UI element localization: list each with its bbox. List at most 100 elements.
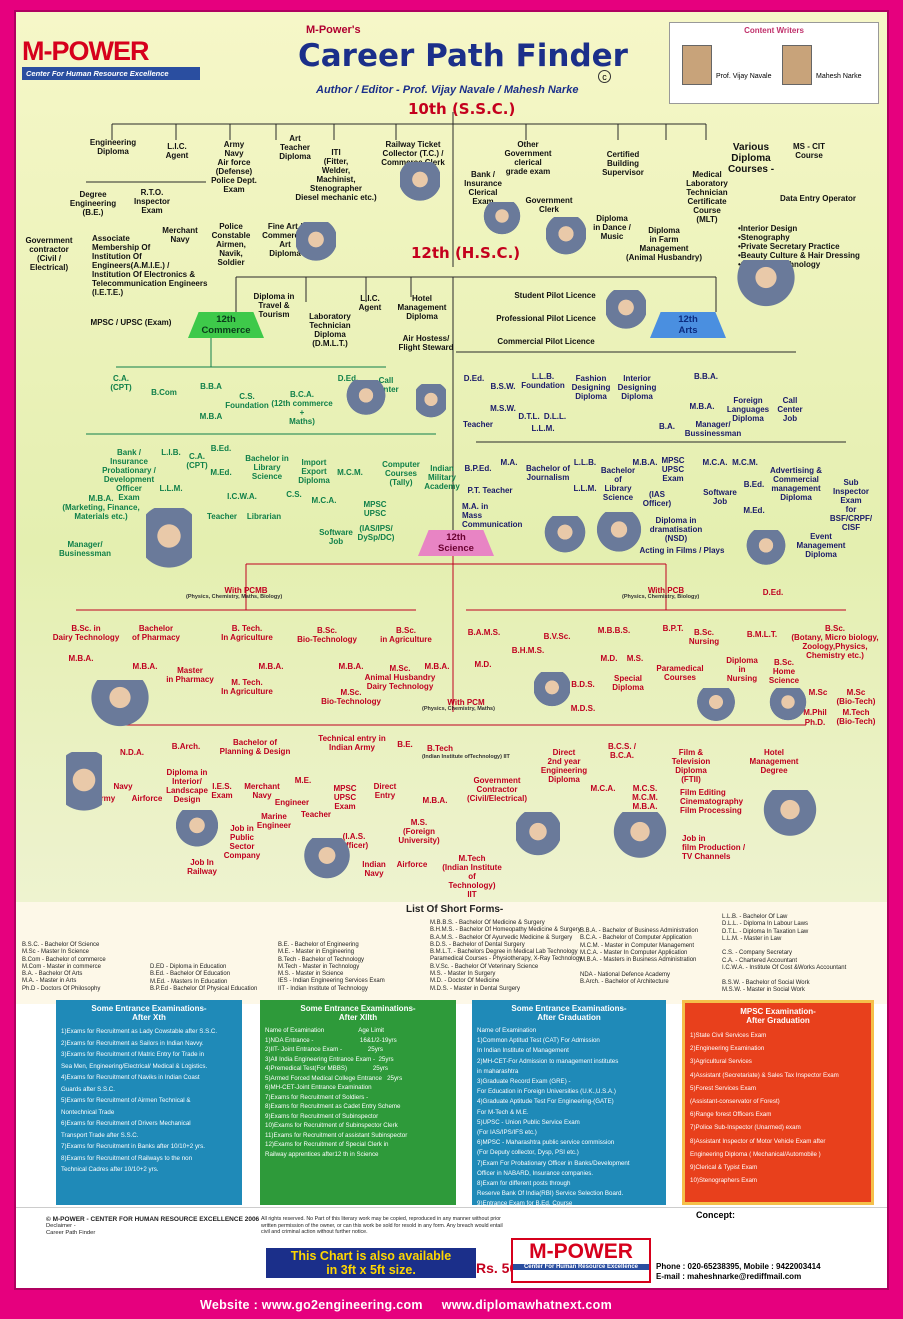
node-data-entry: Data Entry Operator	[779, 194, 857, 203]
title-prefix: M-Power's	[306, 24, 361, 36]
pcb-home-science: B.Sc. Home Science	[768, 658, 800, 685]
pcmb-bsc-agri: B.Sc. in Agriculture	[380, 626, 432, 644]
com-llb: L.I.B.	[161, 448, 181, 457]
website-footer[interactable]: Website : www.go2engineering.com www.dip…	[200, 1298, 613, 1312]
node-travel-tourism: Diploma in Travel & Tourism	[253, 292, 295, 319]
arts-interior-design: Interior Designing Diploma	[617, 374, 657, 401]
pcb-label: With PCB	[647, 586, 685, 595]
grad-item: 9)Entrance Exam for B.Ed. Course	[477, 1200, 573, 1208]
grad-item: 8)Exam for different posts through	[477, 1180, 571, 1188]
pcmb-mba-1: M.B.A.	[68, 654, 94, 663]
lawyer-illustration-icon	[146, 508, 192, 588]
bank-clerk-illustration-icon	[482, 202, 522, 242]
mechanic-illustration-icon	[400, 162, 440, 212]
short-forms-col2: D.ED - Diploma in Education B.Ed. - Bach…	[150, 964, 258, 992]
xth-item: 7)Exams for Recruitment in Banks after 1…	[61, 1143, 205, 1150]
node-building-supervisor: Certified Building Supervisor	[602, 150, 644, 177]
arts-pt-teacher: P.T. Teacher	[467, 486, 513, 495]
footer-logo-subtitle: Center For Human Resource Excellence	[513, 1264, 649, 1270]
node-professional-pilot: Professional Pilot Licence	[496, 314, 596, 323]
xiith-item: 10)Exams for Recruitment of Subinspector…	[265, 1122, 398, 1129]
mpsc-item: 5)Forest Services Exam	[690, 1084, 757, 1092]
pcb-diploma-nursing: Diploma in Nursing	[726, 656, 758, 683]
arts-advertising: Advertising & Commercial management Dipl…	[769, 466, 822, 502]
pcm-direct-2nd-year: Direct 2nd year Engineering Diploma	[540, 748, 588, 784]
scientist-illustration-icon	[768, 688, 808, 728]
node-air-hostess: Air Hostess/ Flight Steward	[398, 334, 454, 352]
com-med: M.Ed.	[210, 468, 232, 477]
pcm-engineer: Engineer	[274, 798, 310, 807]
node-iti: ITI (Fitter, Welder, Machinist, Stenogra…	[295, 148, 377, 202]
pcb-mds: M.D.S.	[570, 704, 596, 713]
box-after-graduation: Some Entrance Examinations- After Gradua…	[472, 1000, 666, 1207]
xiith-item: Railway apprentices after12 th in Scienc…	[265, 1150, 379, 1158]
xth-item: 4)Exams for Recruitment of Naviks in Ind…	[61, 1074, 200, 1081]
grad-item: 7)Exam For Probationary Officer in Banks…	[477, 1159, 630, 1167]
pcm-me: M.E.	[294, 776, 312, 785]
xth-item: 3)Exams for Recruitment of Matric Entry …	[61, 1051, 205, 1058]
com-ca-cpt: C.A. (CPT)	[186, 452, 208, 470]
xth-item: 2)Exams for Recruitment as Sailors in In…	[61, 1039, 204, 1047]
xth-item: 5)Exams for Recruitment of Airmen Techni…	[61, 1097, 191, 1104]
pcb-ded: D.Ed.	[762, 588, 784, 597]
grad-item: 3)Graduate Record Exam (GRE) -	[477, 1078, 571, 1086]
node-lic-agent-hsc: L.I.C. Agent	[358, 294, 382, 312]
pcb-msc-biotech: M.Sc (Bio-Tech)	[836, 688, 876, 706]
com-icwa: I.C.W.A.	[227, 492, 257, 501]
box-after-xth-title: Some Entrance Examinations- After Xth	[91, 1004, 207, 1022]
teacher-illustration-icon	[746, 530, 786, 574]
footer-logo: M-POWER Center For Human Resource Excell…	[511, 1238, 651, 1283]
short-forms-title: List Of Short Forms-	[406, 904, 504, 915]
pcm-airforce: Airforce	[131, 794, 163, 803]
grad-item: Officer in NABARD, Insurance companies.	[477, 1169, 594, 1177]
logo-text: M-POWER	[22, 36, 149, 66]
musician-illustration-icon	[546, 217, 586, 265]
xiith-item: 1)NDA Entrance - 16&1/2-19yrs	[265, 1036, 397, 1044]
pcm-subjects: (Physics, Chemistry, Maths)	[422, 706, 495, 712]
grad-item: 6)MPSC - Maharashtra public service comm…	[477, 1139, 615, 1147]
hair-dressing-illustration-icon	[726, 260, 806, 310]
xth-item: Sea Men, Engineering/Electrical/ Medical…	[61, 1062, 208, 1070]
com-bba: B.B.A	[200, 382, 222, 391]
node-dance-music: Diploma in Dance / Music	[593, 214, 631, 241]
doctor-illustration-icon	[534, 672, 570, 716]
call-center-illustration-icon	[346, 380, 386, 424]
air-hostess-illustration-icon	[416, 384, 446, 428]
pcm-planning-design: Bachelor of Planning & Design	[219, 738, 291, 756]
node-lic-agent: L.I.C. Agent	[165, 142, 189, 160]
arts-mba: M.B.A.	[689, 402, 715, 411]
xiith-item: 12)Exams for Recruitment of Special Cler…	[265, 1141, 389, 1148]
tag-commerce: 12th Commerce	[188, 312, 264, 338]
xiith-item: 8)Exams for Recruitment as Cadet Entry S…	[265, 1103, 401, 1110]
mpsc-item: 1)State Civil Services Exam	[690, 1032, 767, 1039]
writer1-name: Prof. Vijay Navale	[716, 73, 772, 80]
mpsc-item: 2)Engineering Examination	[690, 1045, 765, 1053]
pcb-md-1: M.D.	[474, 660, 492, 669]
xth-item: Nontechnical Trade	[61, 1108, 115, 1116]
arts-mcm: M.C.M.	[732, 458, 758, 467]
tag-science: 12th Science	[418, 530, 494, 556]
pcm-govt-contractor: Government Contractor (Civil/Electrical)	[466, 776, 528, 803]
grad-item: (For IAS/IPS/IFS etc.)	[477, 1129, 537, 1137]
mpsc-item: Engineering Diploma ( Mechanical/Automob…	[690, 1150, 821, 1158]
mpsc-item: 10)Stenographers Exam	[690, 1177, 758, 1185]
level-ssc: 10th (S.S.C.)	[408, 100, 516, 118]
grad-item: 5)UPSC - Union Public Service Exam	[477, 1118, 580, 1126]
xiith-item: 3)All India Engineering Entrance Exam - …	[265, 1055, 394, 1063]
com-library-science: Bachelor in Library Science	[245, 454, 289, 481]
xiith-item: 4)Premedical Test(For MBBS) 25yrs	[265, 1065, 388, 1072]
grad-item: 2)MH-CET-For Admission to management ins…	[477, 1057, 619, 1065]
arts-llb: L.L.B.	[573, 458, 597, 467]
com-manager: Manager/ Businessman	[58, 540, 112, 558]
arts-bsw: B.S.W.	[490, 382, 516, 391]
arts-foreign-languages: Foreign Languages Diploma	[726, 396, 770, 423]
grad-item: in maharashtra	[477, 1067, 519, 1075]
mpsc-item: 4)Assistant (Secretariate) & Sales Tax I…	[690, 1071, 839, 1079]
xiith-item: 7)Exams for Recruitment of Soldiers -	[265, 1093, 369, 1101]
logo-subtitle: Center For Human Resource Excellence	[22, 67, 200, 80]
short-forms-col5: B.B.A. - Bachelor of Business Administra…	[580, 928, 699, 986]
node-mpsc-upsc: MPSC / UPSC (Exam)	[90, 318, 172, 327]
pcm-public-sector: Job in Public Sector Company	[223, 824, 261, 860]
arts-journalism: Bachelor of Journalism	[525, 464, 570, 482]
mpsc-item: (Assistant-conservator of Forest)	[690, 1098, 780, 1106]
